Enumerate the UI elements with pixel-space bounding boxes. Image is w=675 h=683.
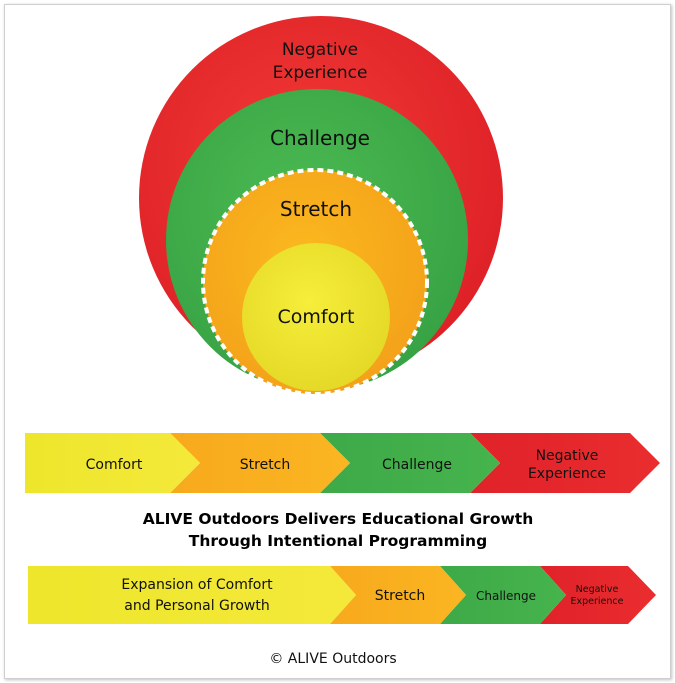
bar2-negative-label-2: Experience [571, 596, 624, 607]
headline: ALIVE Outdoors Delivers Educational Grow… [143, 510, 534, 550]
bar1-comfort-segment [25, 433, 200, 493]
bar1-negative-label-1: Negative [536, 448, 599, 464]
circle-challenge-label: Challenge [270, 126, 370, 150]
headline-line-1: ALIVE Outdoors Delivers Educational Grow… [143, 510, 534, 528]
bar2-comfort-label-1: Expansion of Comfort [121, 577, 273, 593]
bar2-challenge-label: Challenge [476, 589, 536, 603]
circle-negative-label-1: Negative [282, 40, 358, 60]
headline-line-2: Through Intentional Programming [189, 532, 487, 550]
bar2-challenge-segment [440, 566, 566, 624]
circle-comfort-label: Comfort [278, 306, 355, 328]
bar1-stretch-label: Stretch [240, 457, 291, 473]
progression-bar-2: Expansion of Comfort and Personal Growth… [28, 566, 656, 624]
bar2-negative-segment [540, 566, 656, 624]
bar1-comfort-label: Comfort [86, 457, 143, 473]
bar2-negative-label-1: Negative [576, 584, 619, 595]
circle-stretch-label: Stretch [280, 197, 352, 221]
bar1-negative-label-2: Experience [528, 466, 606, 482]
bar2-stretch-label: Stretch [375, 588, 426, 604]
bar1-challenge-segment [320, 433, 500, 493]
stretch-boundary-dashed [201, 168, 429, 396]
progression-bar-1: Comfort Stretch Challenge Negative Exper… [25, 433, 660, 493]
bar1-stretch-segment [170, 433, 350, 493]
circle-negative-label-2: Experience [273, 63, 368, 83]
bar2-stretch-segment [330, 566, 466, 624]
bar2-comfort-segment [28, 566, 356, 624]
circle-comfort [242, 243, 390, 391]
concentric-circles: Negative Experience Challenge Stretch Co… [139, 16, 503, 396]
bar1-challenge-label: Challenge [382, 457, 452, 473]
bar1-negative-segment [470, 433, 660, 493]
copyright-footer: © ALIVE Outdoors [269, 651, 396, 667]
bar2-comfort-label-2: and Personal Growth [124, 598, 269, 614]
